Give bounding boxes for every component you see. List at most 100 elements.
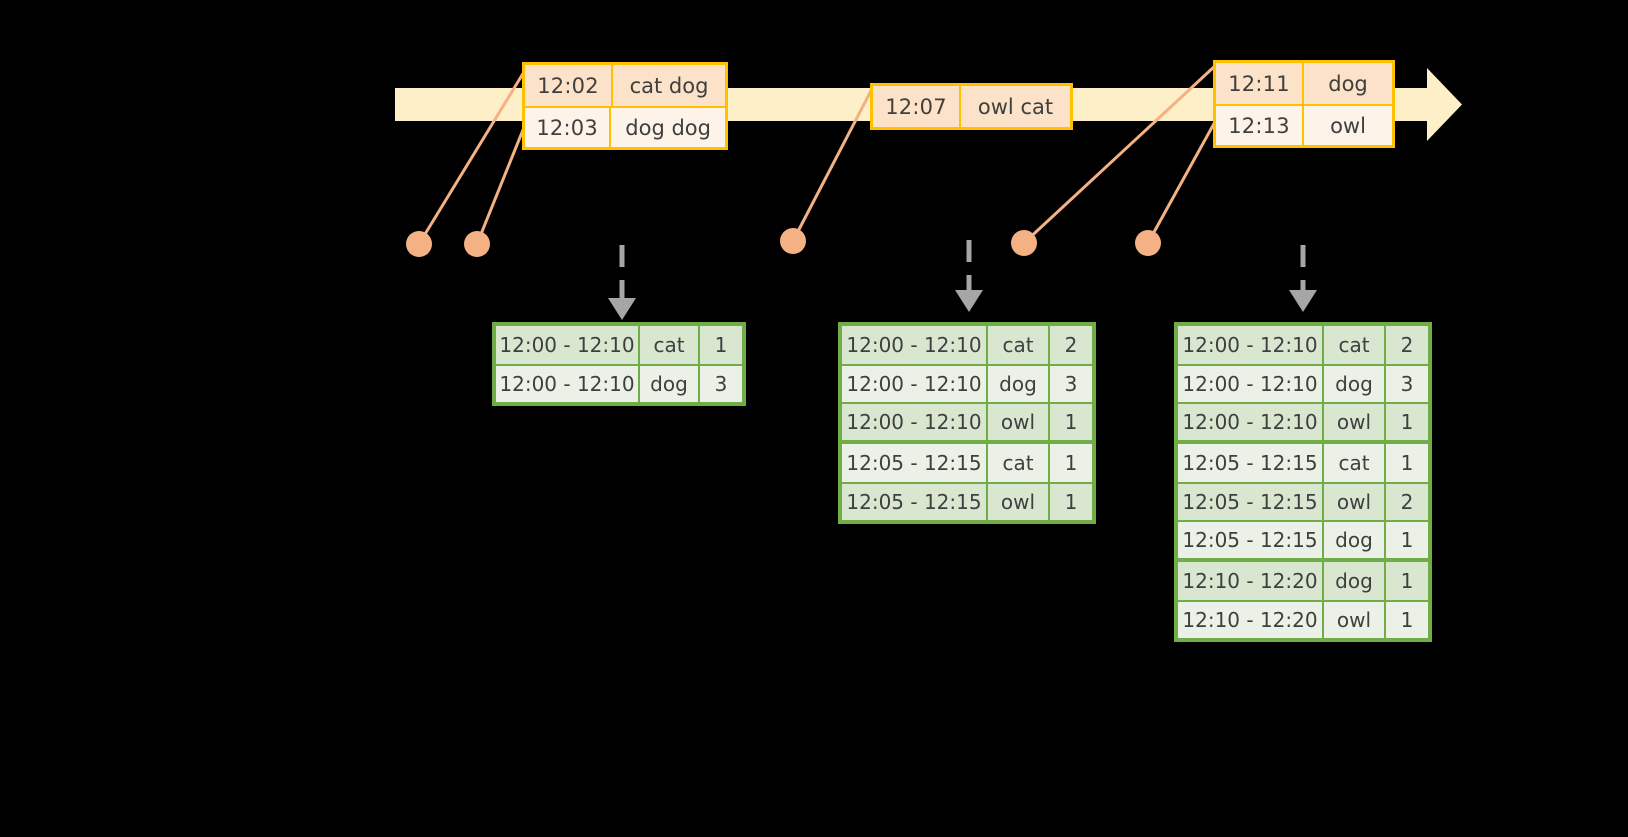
cell-window: 12:05 - 12:15 <box>1178 444 1324 482</box>
cell-window: 12:10 - 12:20 <box>1178 602 1324 638</box>
cell-window: 12:00 - 12:10 <box>842 404 988 440</box>
cell-key: owl <box>1324 404 1386 440</box>
table-row[interactable]: 12:00 - 12:10 owl 1 <box>1178 402 1428 440</box>
event-time: 12:03 <box>525 108 612 147</box>
table-row[interactable]: 12:00 - 12:10 cat 2 <box>842 326 1092 364</box>
cell-count: 1 <box>1064 451 1078 475</box>
cell-window: 12:00 - 12:10 <box>1178 366 1324 402</box>
cell-window: 12:00 - 12:10 <box>496 366 640 402</box>
cell-key: dog <box>988 366 1050 402</box>
cell-count: 2 <box>1064 333 1078 357</box>
table-row[interactable]: 12:05 - 12:15 cat 1 <box>842 444 1092 482</box>
connector-line-2 <box>475 118 529 246</box>
table-row[interactable]: 12:05 - 12:15 cat 1 <box>1178 444 1428 482</box>
result-group: 12:00 - 12:10 cat 2 12:00 - 12:10 dog 3 … <box>1178 326 1428 440</box>
cell-window: 12:05 - 12:15 <box>1178 522 1324 558</box>
cell-window: 12:00 - 12:10 <box>1178 326 1324 364</box>
cell-window: 12:00 - 12:10 <box>842 366 988 402</box>
table-row[interactable]: 12:00 - 12:10 dog 3 <box>496 364 742 402</box>
timeline-event-group-2[interactable]: 12:07 owl cat <box>870 83 1073 130</box>
cell-key: owl <box>988 404 1050 440</box>
cell-window: 12:00 - 12:10 <box>842 326 988 364</box>
flow-arrow-3 <box>1289 245 1317 312</box>
event-time: 12:11 <box>1216 63 1304 104</box>
cell-count: 2 <box>1400 333 1414 357</box>
timeline-event-row[interactable]: 12:02 cat dog <box>525 65 725 106</box>
event-dot-2 <box>464 231 490 257</box>
cell-window: 12:00 - 12:10 <box>496 326 640 364</box>
result-table-1[interactable]: 12:00 - 12:10 cat 1 12:00 - 12:10 dog 3 <box>492 322 746 406</box>
table-row[interactable]: 12:00 - 12:10 cat 1 <box>496 326 742 364</box>
event-dots <box>406 228 1161 257</box>
cell-count: 1 <box>1064 490 1078 514</box>
event-text: owl cat <box>977 94 1054 119</box>
flow-arrow-2 <box>955 240 983 312</box>
event-dot-3 <box>780 228 806 254</box>
result-group: 12:05 - 12:15 cat 1 12:05 - 12:15 owl 1 <box>842 440 1092 520</box>
timeline-event-row[interactable]: 12:11 dog <box>1216 63 1392 104</box>
table-row[interactable]: 12:00 - 12:10 owl 1 <box>842 402 1092 440</box>
cell-count: 1 <box>714 333 728 357</box>
cell-key: cat <box>640 326 700 364</box>
cell-count: 1 <box>1400 608 1414 632</box>
cell-key: cat <box>1324 444 1386 482</box>
event-time: 12:07 <box>873 86 961 127</box>
connector-line-1 <box>417 65 529 246</box>
cell-key: owl <box>988 484 1050 520</box>
cell-count: 3 <box>714 372 728 396</box>
result-group: 12:05 - 12:15 cat 1 12:05 - 12:15 owl 2 … <box>1178 440 1428 558</box>
cell-key: dog <box>1324 562 1386 600</box>
cell-count: 1 <box>1400 569 1414 593</box>
result-group: 12:00 - 12:10 cat 1 12:00 - 12:10 dog 3 <box>496 326 742 402</box>
connector-line-5 <box>1146 118 1218 245</box>
cell-key: dog <box>640 366 700 402</box>
cell-count: 3 <box>1400 372 1414 396</box>
result-table-2[interactable]: 12:00 - 12:10 cat 2 12:00 - 12:10 dog 3 … <box>838 322 1096 524</box>
event-text: cat dog <box>629 73 709 98</box>
result-table-3[interactable]: 12:00 - 12:10 cat 2 12:00 - 12:10 dog 3 … <box>1174 322 1432 642</box>
cell-key: cat <box>988 444 1050 482</box>
event-dot-4 <box>1011 230 1037 256</box>
timeline-event-group-1[interactable]: 12:02 cat dog 12:03 dog dog <box>522 62 728 150</box>
table-row[interactable]: 12:05 - 12:15 owl 1 <box>842 482 1092 520</box>
cell-window: 12:05 - 12:15 <box>842 484 988 520</box>
timeline-event-row[interactable]: 12:07 owl cat <box>873 86 1070 127</box>
cell-window: 12:10 - 12:20 <box>1178 562 1324 600</box>
cell-key: owl <box>1324 484 1386 520</box>
table-row[interactable]: 12:05 - 12:15 owl 2 <box>1178 482 1428 520</box>
result-group: 12:10 - 12:20 dog 1 12:10 - 12:20 owl 1 <box>1178 558 1428 638</box>
cell-count: 3 <box>1064 372 1078 396</box>
timeline-event-row[interactable]: 12:03 dog dog <box>525 106 725 147</box>
table-row[interactable]: 12:10 - 12:20 dog 1 <box>1178 562 1428 600</box>
cell-count: 1 <box>1064 410 1078 434</box>
event-time: 12:13 <box>1216 106 1304 145</box>
table-row[interactable]: 12:00 - 12:10 dog 3 <box>842 364 1092 402</box>
event-dot-1 <box>406 231 432 257</box>
cell-window: 12:05 - 12:15 <box>842 444 988 482</box>
event-text: owl <box>1330 113 1366 138</box>
table-row[interactable]: 12:00 - 12:10 cat 2 <box>1178 326 1428 364</box>
result-group: 12:00 - 12:10 cat 2 12:00 - 12:10 dog 3 … <box>842 326 1092 440</box>
cell-count: 1 <box>1400 410 1414 434</box>
timeline-event-row[interactable]: 12:13 owl <box>1216 104 1392 145</box>
connector-line-3 <box>791 83 876 243</box>
cell-window: 12:05 - 12:15 <box>1178 484 1324 520</box>
table-row[interactable]: 12:10 - 12:20 owl 1 <box>1178 600 1428 638</box>
cell-count: 1 <box>1400 528 1414 552</box>
cell-count: 1 <box>1400 451 1414 475</box>
event-text: dog dog <box>625 115 711 140</box>
cell-key: owl <box>1324 602 1386 638</box>
cell-key: cat <box>988 326 1050 364</box>
event-dot-5 <box>1135 230 1161 256</box>
table-row[interactable]: 12:05 - 12:15 dog 1 <box>1178 520 1428 558</box>
event-time: 12:02 <box>525 65 613 106</box>
timeline-event-group-3[interactable]: 12:11 dog 12:13 owl <box>1213 60 1395 148</box>
table-row[interactable]: 12:00 - 12:10 dog 3 <box>1178 364 1428 402</box>
flow-arrow-1 <box>608 245 636 320</box>
cell-key: cat <box>1324 326 1386 364</box>
flow-arrows <box>608 240 1317 320</box>
cell-window: 12:00 - 12:10 <box>1178 404 1324 440</box>
event-text: dog <box>1328 71 1368 96</box>
cell-count: 2 <box>1400 490 1414 514</box>
